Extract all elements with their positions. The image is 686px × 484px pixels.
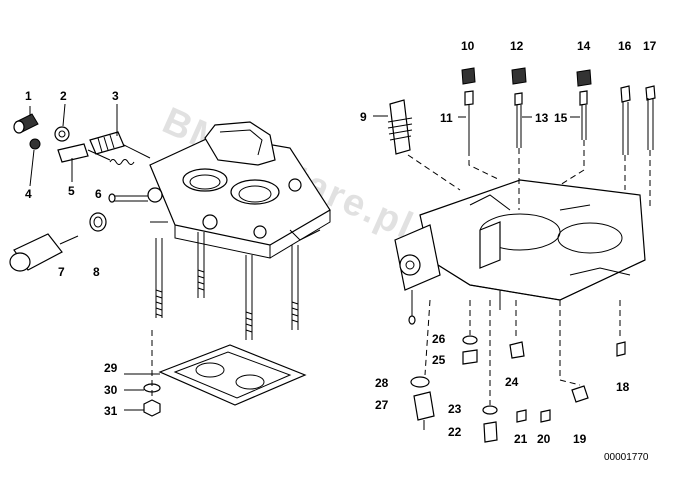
- callout-9: 9: [360, 110, 367, 124]
- mounting-studs: [150, 221, 299, 340]
- callout-16: 16: [618, 39, 632, 53]
- callout-12: 12: [510, 39, 524, 53]
- callout-24: 24: [505, 375, 519, 389]
- callout-27: 27: [375, 398, 389, 412]
- callout-17: 17: [643, 39, 657, 53]
- callout-2: 2: [60, 89, 67, 103]
- callout-31: 31: [104, 404, 118, 418]
- callout-21: 21: [514, 432, 528, 446]
- lower-carburetor-body: [394, 179, 646, 325]
- callout-3: 3: [112, 89, 119, 103]
- base-gasket: [158, 344, 307, 406]
- callout-8: 8: [93, 265, 100, 279]
- callout-20: 20: [537, 432, 551, 446]
- callout-25: 25: [432, 353, 446, 367]
- callout-11: 11: [440, 111, 453, 125]
- callout-29: 29: [104, 361, 118, 375]
- callout-23: 23: [448, 402, 462, 416]
- callout-5: 5: [68, 184, 75, 198]
- callout-22: 22: [448, 425, 462, 439]
- callout-14: 14: [577, 39, 591, 53]
- callout-6: 6: [95, 187, 102, 201]
- left-small-parts: [9, 113, 151, 272]
- callout-7: 7: [58, 265, 65, 279]
- assembly-lines: [407, 140, 651, 405]
- callout-19: 19: [573, 432, 587, 446]
- nut-31: [143, 399, 161, 417]
- callout-leaders: [29, 103, 580, 411]
- callout-4: 4: [25, 187, 32, 201]
- callout-15: 15: [554, 111, 568, 125]
- callout-1: 1: [25, 89, 32, 103]
- callout-26: 26: [432, 332, 446, 346]
- jets-and-screws: [387, 67, 656, 155]
- callout-labels: 1 2 3 4 5 6 7 8 9 10 11 12 13 14 15 16 1…: [25, 39, 657, 446]
- callout-28: 28: [375, 376, 389, 390]
- callout-18: 18: [616, 380, 630, 394]
- callout-10: 10: [461, 39, 475, 53]
- drawing-number: 00001770: [604, 452, 649, 463]
- upper-carburetor-body: [147, 121, 331, 259]
- lower-small-parts: [410, 335, 626, 443]
- callout-13: 13: [535, 111, 549, 125]
- callout-30: 30: [104, 383, 118, 397]
